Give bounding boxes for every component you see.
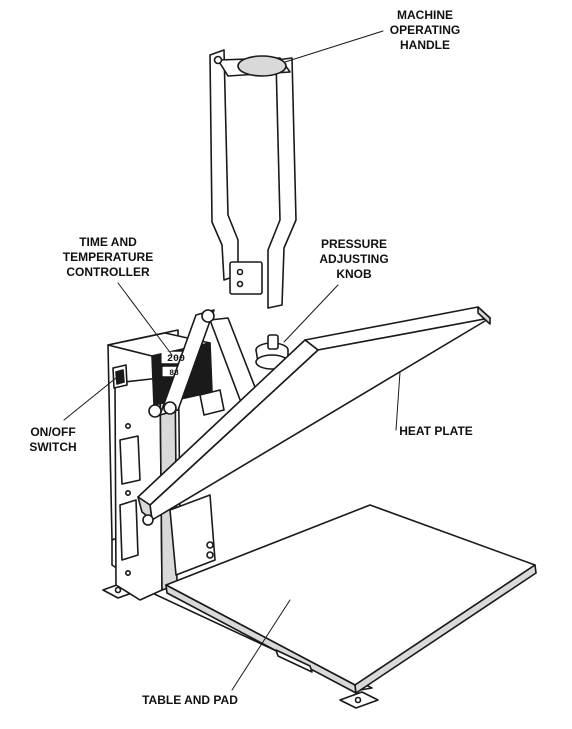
label-line: TEMPERATURE: [62, 250, 154, 264]
label-line: TIME AND: [79, 235, 137, 249]
leader-lines: [63, 30, 401, 691]
controller-readout-top: 200: [167, 354, 185, 365]
label-on-off-switch: ON/OFF SWITCH: [18, 425, 88, 455]
label-line: ON/OFF: [30, 425, 76, 439]
label-line: TABLE AND PAD: [142, 693, 238, 707]
pressure-adjusting-knob[interactable]: [255, 334, 289, 370]
heat-plate: [137, 306, 491, 526]
label-line: OPERATING: [389, 23, 461, 37]
label-heat-plate: HEAT PLATE: [386, 424, 486, 439]
lower-column: [169, 494, 216, 576]
table-and-pad: [165, 504, 537, 694]
label-line: SWITCH: [29, 440, 77, 454]
label-line: MACHINE: [397, 8, 453, 22]
label-line: PRESSURE: [320, 237, 388, 251]
label-line: CONTROLLER: [66, 265, 150, 279]
on-off-switch[interactable]: [112, 364, 128, 389]
label-line: ADJUSTING: [319, 252, 389, 266]
label-table-and-pad: TABLE AND PAD: [130, 693, 250, 708]
machine-operating-handle: [209, 49, 297, 309]
label-line: HEAT PLATE: [399, 424, 473, 438]
label-line: HANDLE: [400, 38, 450, 52]
label-line: KNOB: [336, 267, 372, 281]
label-pressure-adjusting-knob: PRESSURE ADJUSTING KNOB: [306, 237, 402, 282]
label-time-temperature-controller: TIME AND TEMPERATURE CONTROLLER: [52, 235, 164, 280]
controller-readout-bottom: 88: [169, 369, 179, 378]
label-machine-operating-handle: MACHINE OPERATING HANDLE: [383, 8, 467, 53]
linkage-arms: [148, 309, 261, 418]
